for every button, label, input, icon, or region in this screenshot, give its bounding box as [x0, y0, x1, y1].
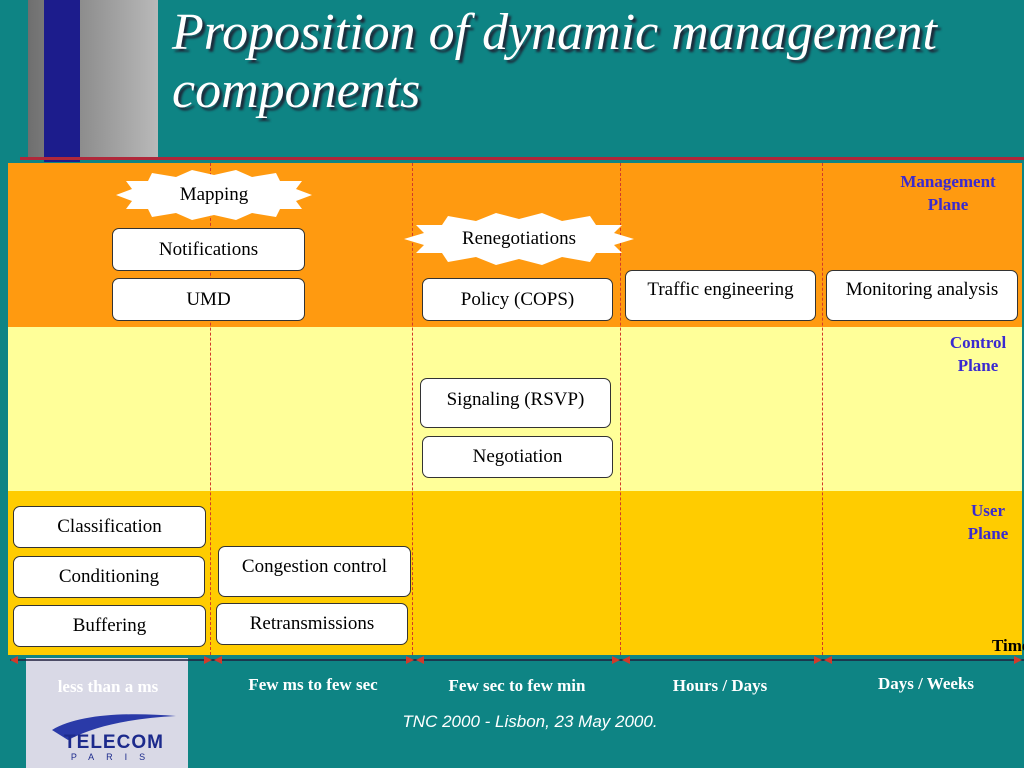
traffic-engineering-box: Traffic engineering — [625, 270, 816, 321]
telecom-paris-logo: TELECOM PARIS — [48, 710, 180, 766]
page-title: Proposition of dynamic management compon… — [172, 4, 937, 119]
control-plane-label: Control Plane — [949, 333, 1007, 375]
time-divider-2 — [412, 163, 413, 655]
time-divider-4 — [822, 163, 823, 655]
logo-name: TELECOM — [64, 732, 164, 753]
signaling-rsvp-box: Signaling (RSVP) — [420, 378, 611, 428]
decor-line-red — [20, 157, 1024, 160]
management-plane-label: Management Plane — [900, 172, 996, 214]
monitoring-analysis-box: Monitoring analysis — [826, 270, 1018, 321]
buffering-box: Buffering — [13, 605, 206, 647]
mapping-burst: Mapping — [116, 169, 312, 221]
renegotiations-burst: Renegotiations — [404, 212, 634, 266]
time-divider-3 — [620, 163, 621, 655]
planes-diagram: Management Plane Control Plane User Plan… — [8, 163, 1022, 655]
negotiation-box: Negotiation — [422, 436, 613, 478]
classification-box: Classification — [13, 506, 206, 548]
burst-shape — [116, 170, 312, 220]
decor-bar-bottom — [26, 658, 188, 768]
time-scale-2: Few ms to few sec — [248, 675, 378, 694]
time-divider-1 — [210, 163, 211, 655]
policy-cops-box: Policy (COPS) — [422, 278, 613, 321]
renegotiations-label: Renegotiations — [462, 228, 576, 249]
decor-bar-navy — [44, 0, 80, 162]
time-axis-label: Time — [992, 636, 1024, 655]
time-scale-1: less than a ms — [57, 677, 159, 696]
umd-box: UMD — [112, 278, 305, 321]
burst-shape — [404, 213, 634, 265]
logo-swoosh-icon — [52, 714, 176, 740]
logo-sub: PARIS — [70, 752, 158, 762]
time-scale-4: Hours / Days — [672, 676, 768, 695]
footer-caption: TNC 2000 - Lisbon, 23 May 2000. — [402, 712, 658, 731]
mapping-label: Mapping — [179, 184, 249, 205]
time-axis-arrows — [10, 656, 1022, 664]
time-scale-3: Few sec to few min — [448, 676, 586, 695]
user-plane-label: User Plane — [967, 501, 1009, 543]
notifications-box: Notifications — [112, 228, 305, 271]
time-axis — [10, 656, 1024, 664]
time-scale-5: Days / Weeks — [877, 674, 975, 693]
retransmissions-box: Retransmissions — [216, 603, 408, 645]
congestion-control-box: Congestion control — [218, 546, 411, 597]
conditioning-box: Conditioning — [13, 556, 205, 598]
